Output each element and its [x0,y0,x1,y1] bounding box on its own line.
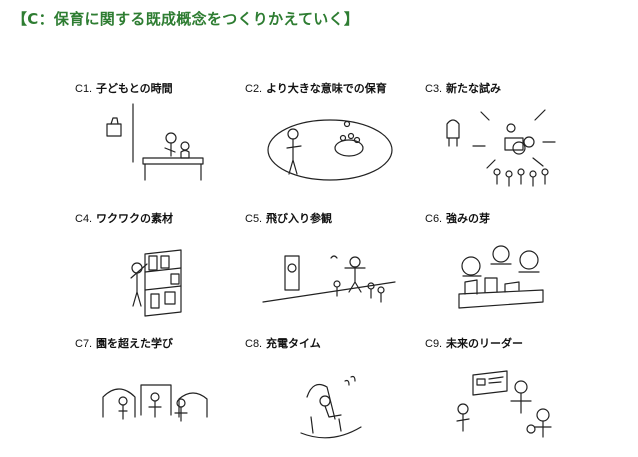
page-title: 【C：保育に関する既成概念をつくりかえていく】 [12,10,360,28]
pattern-card-label: C3. 新たな試み [425,80,501,96]
pattern-title: 飛び入り参観 [265,212,332,225]
pattern-title: 強みの芽 [445,212,490,225]
sketch-drop-in-visit [262,255,396,303]
pattern-card-label: C6. 強みの芽 [425,210,490,226]
sketch-recharge-time [300,375,362,439]
pattern-card-label: C7. 園を超えた学び [75,335,173,351]
pattern-title: 未来のリーダー [445,337,523,350]
pattern-title: 子どもとの時間 [95,82,173,95]
pattern-card-c8: C8. 充電タイム [245,335,425,455]
sketch-new-attempt [446,109,556,187]
pattern-code: C9. [425,338,443,350]
pattern-card-label: C5. 飛び入り参観 [245,210,332,226]
pattern-card-c4: C4. ワクワクの素材 [75,210,255,330]
pattern-code: C5. [245,213,263,225]
pattern-title: より大きな意味での保育 [265,82,387,95]
pattern-code: C4. [75,213,93,225]
pattern-code: C1. [75,83,93,95]
pattern-code: C2. [245,83,263,95]
pattern-title: 園を超えた学び [95,337,173,350]
sketch-exciting-materials [130,249,182,317]
pattern-code: C8. [245,338,263,350]
pattern-card-c7: C7. 園を超えた学び [75,335,255,455]
sketch-seeds-of-strength [458,245,544,309]
pattern-card-label: C8. 充電タイム [245,335,321,351]
pattern-card-label: C2. より大きな意味での保育 [245,80,387,96]
pattern-title: 新たな試み [445,82,501,95]
pattern-code: C6. [425,213,443,225]
pattern-card-label: C9. 未来のリーダー [425,335,523,351]
pattern-card-c3: C3. 新たな試み [425,80,605,200]
sketch-child-time [106,103,204,181]
pattern-card-c1: C1. 子どもとの時間 [75,80,255,200]
pattern-card-c9: C9. 未来のリーダー [425,335,605,455]
pattern-card-c2: C2. より大きな意味での保育 [245,80,425,200]
sketch-future-leader [456,370,552,438]
pattern-code: C3. [425,83,443,95]
pattern-code: C7. [75,338,93,350]
pattern-card-c5: C5. 飛び入り参観 [245,210,425,330]
pattern-card-label: C4. ワクワクの素材 [75,210,173,226]
sketch-learning-beyond-school [102,384,208,422]
pattern-card-c6: C6. 強みの芽 [425,210,605,330]
pattern-card-label: C1. 子どもとの時間 [75,80,173,96]
sketch-wider-childcare [267,119,393,181]
pattern-title: ワクワクの素材 [95,212,173,225]
pattern-title: 充電タイム [265,337,321,350]
